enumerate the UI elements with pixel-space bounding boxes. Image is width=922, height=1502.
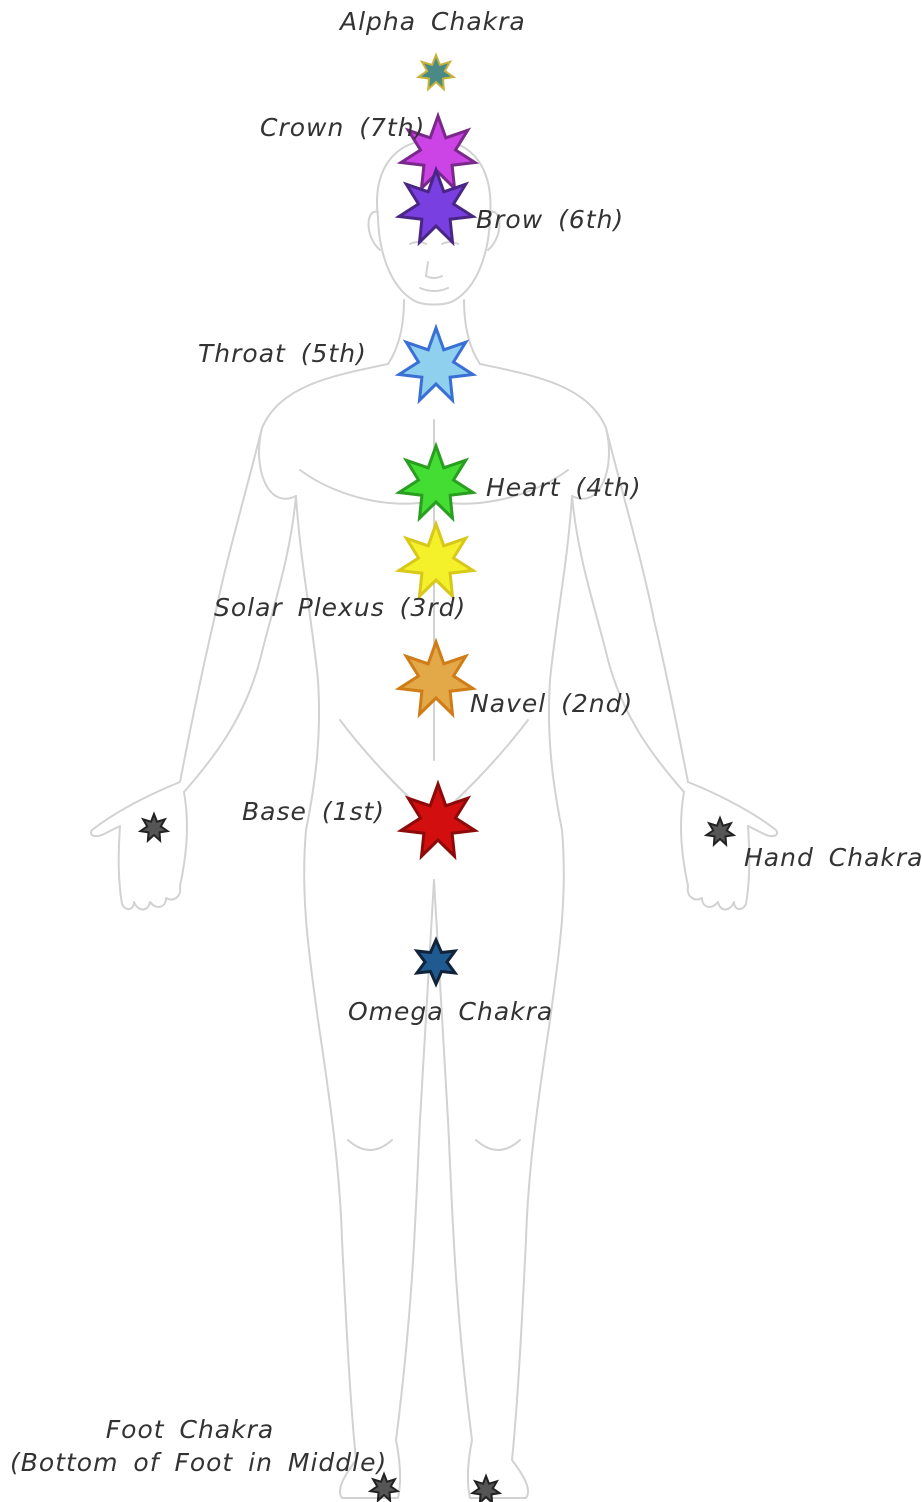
right-hand-star (706, 818, 733, 845)
solar-star (399, 524, 473, 596)
brow-star (399, 170, 473, 242)
label-throat-chakra: Throat (5th) (198, 338, 367, 371)
label-crown-chakra: Crown (7th) (260, 112, 425, 145)
throat-star (399, 328, 473, 400)
label-foot-chakra-subtitle: (Bottom of Foot in Middle) (10, 1447, 370, 1480)
label-omega-chakra: Omega Chakra (348, 996, 553, 1029)
left-hand-star (140, 814, 167, 841)
label-solar-plexus-chakra: Solar Plexus (3rd) (214, 592, 466, 625)
label-hand-chakra: Hand Chakra (744, 842, 922, 875)
label-alpha-chakra: Alpha Chakra (340, 6, 526, 39)
alpha-star (419, 55, 454, 89)
left-foot-star (370, 1474, 397, 1501)
label-navel-chakra: Navel (2nd) (470, 688, 633, 721)
label-foot-chakra-title: Foot Chakra (10, 1414, 370, 1447)
omega-star (417, 940, 455, 984)
label-heart-chakra: Heart (4th) (486, 472, 642, 505)
label-brow-chakra: Brow (6th) (476, 204, 624, 237)
label-foot-chakra: Foot Chakra (Bottom of Foot in Middle) (10, 1414, 370, 1479)
navel-star (399, 642, 473, 714)
base-star (401, 784, 475, 856)
chakra-stars (140, 55, 733, 1502)
heart-star (399, 446, 473, 518)
label-base-chakra: Base (1st) (242, 796, 385, 829)
